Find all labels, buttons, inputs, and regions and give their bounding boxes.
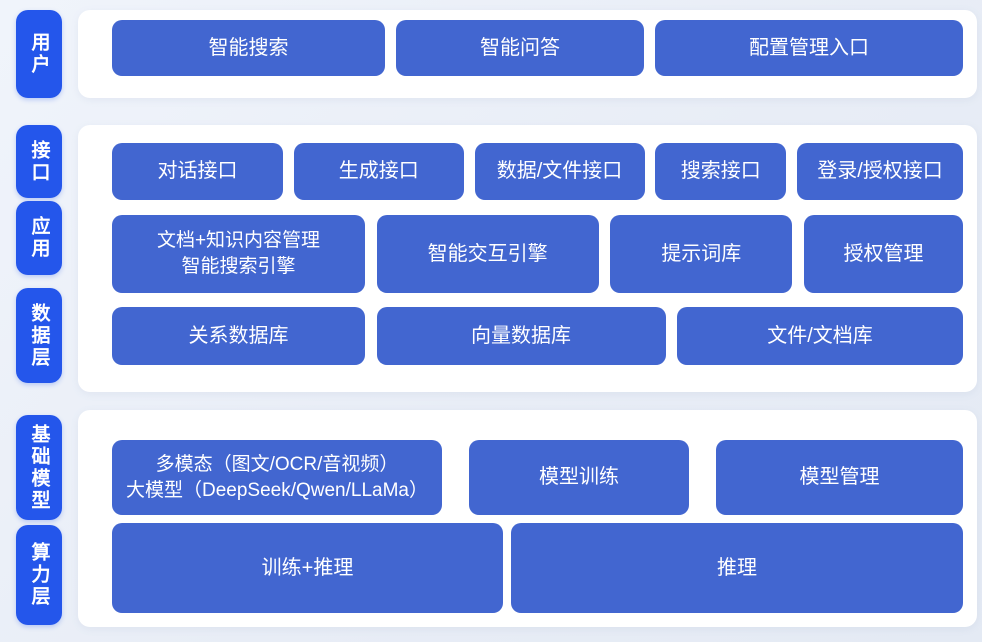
rail-bottom: 基础模型 算力层 (0, 410, 78, 625)
block-smart-search: 智能搜索 (112, 20, 385, 76)
layer-label-compute-text: 算力层 (28, 542, 50, 608)
rail-middle: 接口 应用 数据层 (0, 125, 78, 383)
block-model-mgmt-label: 模型管理 (799, 466, 880, 488)
block-login-auth-api-label: 登录/授权接口 (817, 160, 943, 182)
block-multimodal-llm-line2: 大模型（DeepSeek/Qwen/LLaMa） (125, 479, 428, 501)
block-interactive-engine-label: 智能交互引擎 (427, 242, 548, 265)
block-search-api-label: 搜索接口 (680, 160, 761, 182)
layer-label-user: 用户 (16, 10, 62, 98)
block-smart-search-label: 智能搜索 (208, 36, 289, 59)
block-multimodal-llm-line1: 多模态（图文/OCR/音视频） (155, 453, 399, 475)
block-doc-knowledge-search-engine: 文档+知识内容管理 智能搜索引擎 (112, 215, 365, 293)
block-auth-mgmt: 授权管理 (803, 215, 963, 293)
block-auth-mgmt-label: 授权管理 (843, 242, 924, 265)
block-file-doc-store-label: 文件/文档库 (767, 324, 873, 347)
block-generation-api-label: 生成接口 (338, 160, 419, 182)
layer-band-middle: 接口 应用 数据层 对话接口 生成接口 数据/文件接口 (0, 125, 982, 392)
rail-user: 用户 (0, 10, 78, 98)
block-multimodal-llm: 多模态（图文/OCR/音视频） 大模型（DeepSeek/Qwen/LLaMa） (112, 440, 442, 515)
block-chat-api: 对话接口 (112, 143, 283, 200)
block-prompt-library: 提示词库 (610, 215, 793, 293)
block-model-training: 模型训练 (469, 440, 689, 515)
layer-label-data: 数据层 (16, 288, 62, 383)
block-inference-label: 推理 (717, 556, 757, 579)
layer-label-application-text: 应用 (28, 216, 50, 260)
block-doc-knowledge-line1: 文档+知识内容管理 (156, 230, 321, 252)
block-generation-api: 生成接口 (293, 143, 464, 200)
block-model-training-label: 模型训练 (539, 466, 619, 488)
block-login-auth-api: 登录/授权接口 (797, 143, 963, 200)
layer-band-bottom: 基础模型 算力层 多模态（图文/OCR/音视频） 大模型（DeepSeek/Qw… (0, 410, 982, 627)
block-file-doc-store: 文件/文档库 (677, 307, 963, 365)
button-row-foundation-model: 多模态（图文/OCR/音视频） 大模型（DeepSeek/Qwen/LLaMa）… (112, 440, 963, 515)
block-inference: 推理 (511, 523, 963, 613)
layer-label-user-text: 用户 (28, 32, 50, 76)
block-relational-db-label: 关系数据库 (188, 324, 289, 347)
layer-label-interface-text: 接口 (28, 139, 50, 184)
block-model-mgmt: 模型管理 (716, 440, 963, 515)
block-relational-db: 关系数据库 (112, 307, 365, 365)
block-smart-qa: 智能问答 (396, 20, 644, 76)
block-doc-knowledge-line2: 智能搜索引擎 (181, 256, 296, 277)
block-prompt-library-label: 提示词库 (661, 242, 742, 265)
panel-bottom: 多模态（图文/OCR/音视频） 大模型（DeepSeek/Qwen/LLaMa）… (78, 410, 977, 627)
layer-band-user: 用户 智能搜索 智能问答 配置管理入口 (0, 10, 982, 98)
button-row-data: 关系数据库 向量数据库 文件/文档库 (112, 307, 963, 365)
layer-label-data-text: 数据层 (28, 302, 50, 369)
block-config-mgmt-entry: 配置管理入口 (655, 20, 963, 76)
block-search-api: 搜索接口 (655, 143, 787, 200)
layer-label-compute: 算力层 (16, 525, 62, 625)
layer-label-interface: 接口 (16, 125, 62, 198)
button-row-user: 智能搜索 智能问答 配置管理入口 (112, 20, 963, 76)
block-interactive-engine: 智能交互引擎 (376, 215, 599, 293)
button-row-application: 文档+知识内容管理 智能搜索引擎 智能交互引擎 提示词库 授权管理 (112, 215, 963, 293)
layer-label-foundation-model: 基础模型 (16, 415, 62, 520)
block-training-inference: 训练+推理 (112, 523, 503, 613)
panel-user: 智能搜索 智能问答 配置管理入口 (78, 10, 977, 98)
button-row-compute: 训练+推理 推理 (112, 523, 963, 613)
block-vector-db: 向量数据库 (376, 307, 666, 365)
panel-middle: 对话接口 生成接口 数据/文件接口 搜索接口 登录/授权接口 文档+知识内容管理 (78, 125, 977, 392)
layer-label-application: 应用 (16, 201, 62, 275)
layer-label-foundation-model-text: 基础模型 (28, 423, 50, 512)
button-row-interface: 对话接口 生成接口 数据/文件接口 搜索接口 登录/授权接口 (112, 143, 963, 200)
block-config-mgmt-entry-label: 配置管理入口 (749, 36, 869, 59)
block-smart-qa-label: 智能问答 (480, 36, 560, 59)
block-data-file-api: 数据/文件接口 (474, 143, 645, 200)
block-training-inference-label: 训练+推理 (261, 556, 354, 579)
block-vector-db-label: 向量数据库 (471, 324, 571, 347)
block-chat-api-label: 对话接口 (157, 160, 238, 182)
block-data-file-api-label: 数据/文件接口 (496, 160, 623, 182)
